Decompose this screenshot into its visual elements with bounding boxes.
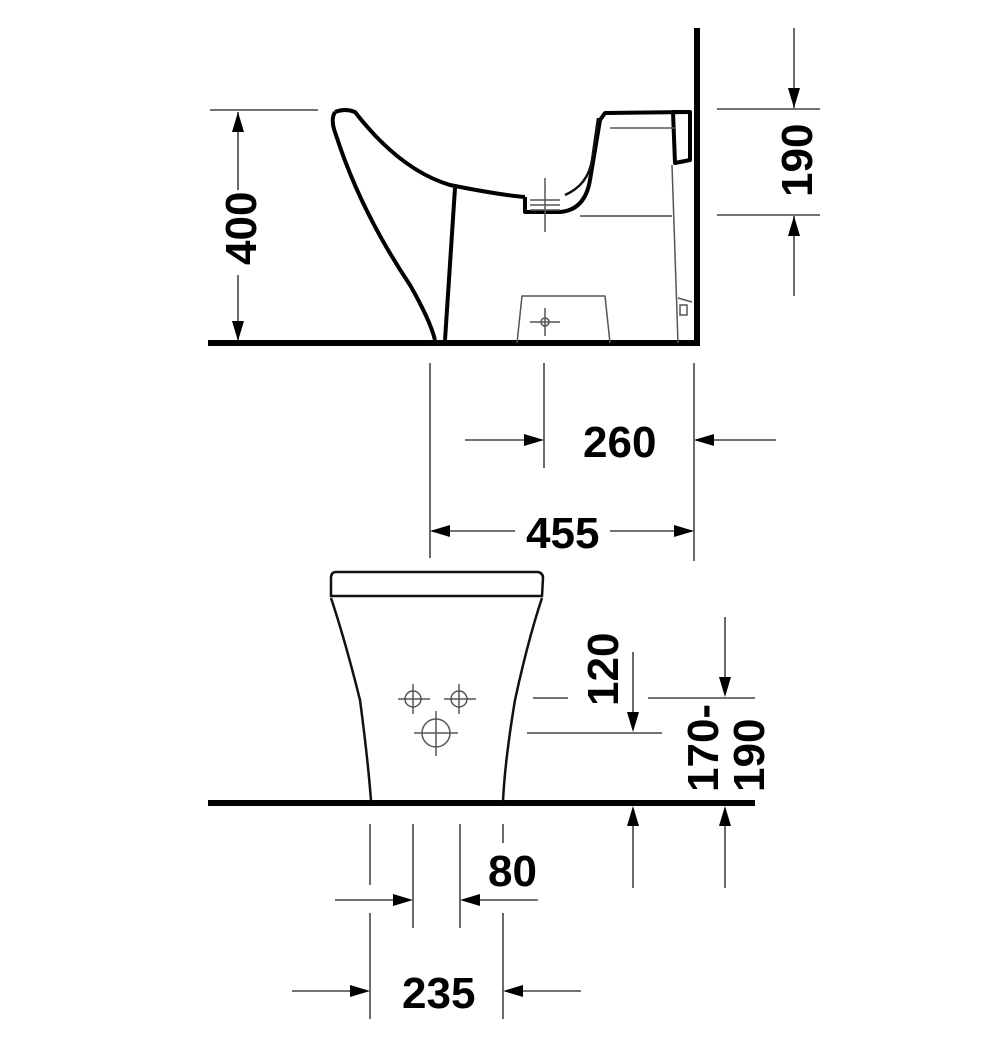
front-view: 120 170- 190 80 235 [208, 570, 774, 1019]
wall-flange [671, 110, 692, 165]
side-view: 400 190 [208, 28, 822, 346]
rear-thin-edge [671, 164, 679, 344]
dim-190-label: 190 [773, 124, 822, 197]
bidet-left-side [329, 597, 373, 802]
arrow-down-icon [232, 321, 244, 341]
arrow-right-icon [674, 525, 694, 537]
outlet-hole-icon [414, 711, 458, 756]
arrow-down-icon [719, 677, 731, 697]
arrow-left-icon [460, 894, 480, 906]
arrow-right-icon [350, 985, 370, 997]
arrow-up-icon [232, 112, 244, 132]
arrow-down-icon [788, 88, 800, 108]
rim-inner-line [564, 117, 600, 197]
small-fixture [679, 304, 688, 316]
dim-235-label: 235 [402, 969, 475, 1018]
tap-hole-left-icon [398, 684, 430, 714]
arrow-left-icon [503, 985, 523, 997]
depth-dimensions: 260 455 [429, 363, 776, 561]
dim-80-label: 80 [488, 847, 537, 896]
access-opening [516, 295, 611, 344]
bidet-right-side [501, 597, 544, 802]
drain-center-mark [530, 308, 560, 336]
dim-400-label: 400 [217, 192, 266, 265]
arrow-right-icon [393, 894, 413, 906]
arrow-up-icon [627, 806, 639, 826]
bowl-rear-outline [523, 110, 691, 214]
arrow-up-icon [788, 216, 800, 236]
small-fixture-line [677, 297, 693, 303]
bidet-front-outline [330, 110, 437, 341]
arrow-left-icon [694, 434, 714, 446]
dim-120-label: 120 [579, 633, 628, 706]
arrow-up-icon [719, 806, 731, 826]
pedestal-front-edge [443, 187, 457, 341]
dim-170-190-label-line2: 190 [725, 719, 774, 792]
outlet-thread [530, 178, 560, 232]
bowl-inner-curve [334, 108, 526, 199]
tap-hole-right-icon [444, 684, 476, 714]
dim-455-label: 455 [526, 509, 599, 558]
arrow-right-icon [524, 434, 544, 446]
dim-260-label: 260 [583, 418, 656, 467]
arrow-left-icon [430, 525, 450, 537]
dim-170-190-label-line1: 170- [679, 704, 728, 792]
bidet-rim [329, 570, 545, 598]
arrow-down-icon [627, 712, 639, 732]
